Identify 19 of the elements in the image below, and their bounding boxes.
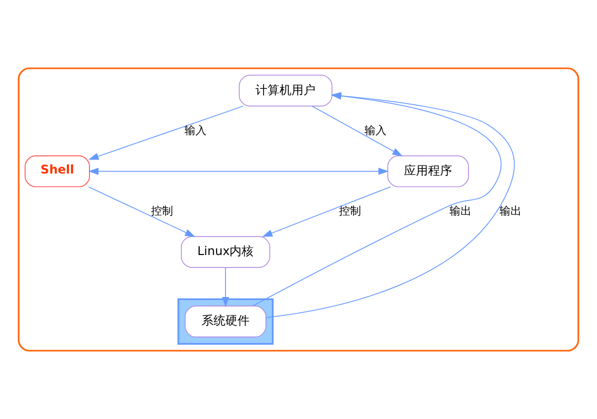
cluster bbox=[177, 298, 274, 345]
arrow bbox=[222, 267, 230, 308]
arrow bbox=[88, 186, 196, 237]
edge-label: 输出 bbox=[500, 204, 522, 218]
node-box: Linux内核 bbox=[180, 236, 270, 268]
edge-label: 控制 bbox=[339, 204, 361, 218]
edge-label: 控制 bbox=[151, 204, 174, 218]
arrow bbox=[262, 186, 391, 237]
arrow bbox=[312, 106, 403, 156]
node-box: Shell bbox=[24, 155, 90, 188]
edge-label: 输入 bbox=[364, 124, 387, 137]
node-box: 计算机用户 bbox=[238, 74, 332, 106]
arrow bbox=[88, 168, 389, 175]
edge-label: 输出 bbox=[450, 204, 472, 218]
node-box: 应用程序 bbox=[387, 155, 469, 188]
node-box: 系统硬件 bbox=[184, 306, 266, 338]
arrow bbox=[88, 106, 244, 160]
cluster bbox=[18, 67, 580, 352]
edge-label: 输入 bbox=[184, 124, 206, 137]
